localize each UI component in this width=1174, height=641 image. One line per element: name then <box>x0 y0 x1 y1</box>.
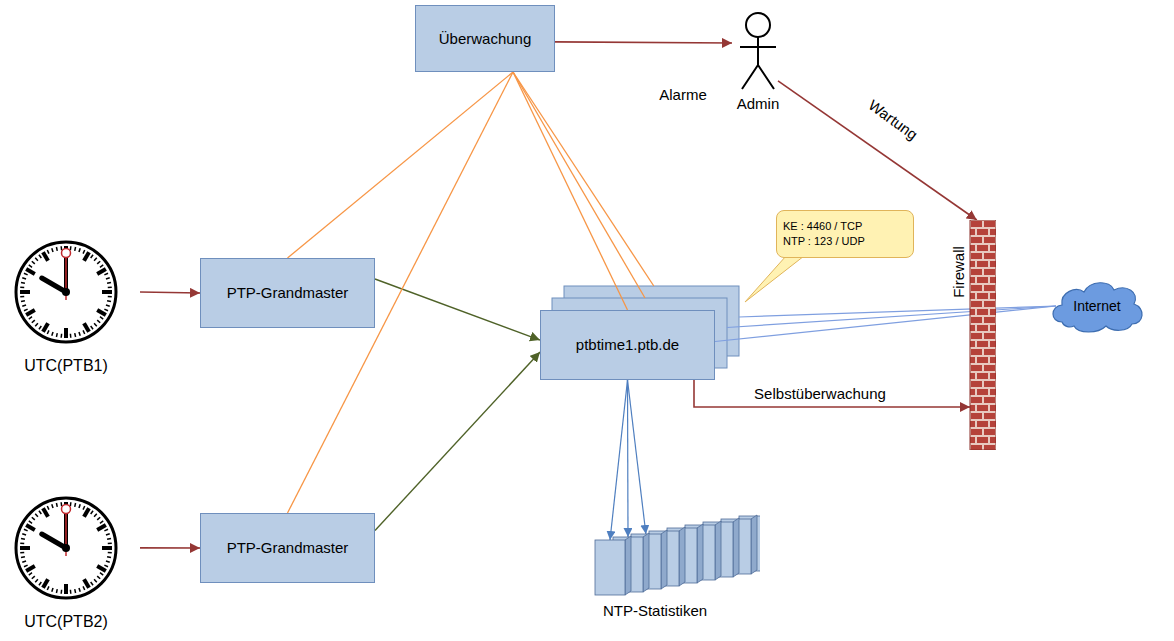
box-label: PTP-Grandmaster <box>227 284 349 302</box>
stack-label: NTP-Statistiken <box>603 602 707 620</box>
edge-label: Wartung <box>865 96 921 144</box>
connector <box>513 72 628 310</box>
connector <box>375 352 540 531</box>
connector <box>627 380 629 537</box>
server-box: ptbtime1.ptb.de <box>540 310 715 380</box>
firewall: Firewall <box>948 220 996 450</box>
grandmaster-box: PTP-Grandmaster <box>200 513 375 583</box>
connector <box>555 42 732 43</box>
statistics-stack: NTP-Statistiken <box>590 512 760 622</box>
connector <box>513 72 654 286</box>
clock-label: UTC(PTB2) <box>24 612 108 631</box>
connector <box>140 292 200 293</box>
cloud-label: Internet <box>1073 298 1120 315</box>
clock-node: UTC(PTB2) <box>10 494 122 641</box>
callout-text: NTP : 123 / UDP <box>783 234 865 249</box>
page-stack <box>590 512 760 602</box>
admin-figure: Admin <box>732 5 784 120</box>
grandmaster-box: PTP-Grandmaster <box>200 258 375 328</box>
edge-label: Alarme <box>659 86 707 104</box>
clock-icon <box>10 494 122 604</box>
port-callout: KE : 4460 / TCPNTP : 123 / UDP <box>776 210 914 258</box>
connector <box>739 306 1056 317</box>
connector <box>694 380 970 407</box>
person-label: Admin <box>737 95 780 113</box>
connector <box>727 306 1056 328</box>
clock-node: UTC(PTB1) <box>10 238 122 388</box>
connector <box>375 279 540 340</box>
connector <box>288 72 514 258</box>
connector <box>140 547 200 549</box>
callout-tail <box>745 256 804 302</box>
connector <box>513 72 645 298</box>
box-label: PTP-Grandmaster <box>227 539 349 557</box>
box-label: ptbtime1.ptb.de <box>576 336 679 354</box>
monitor-box: Überwachung <box>415 5 555 72</box>
clock-label: UTC(PTB1) <box>24 356 108 375</box>
connector <box>610 380 628 540</box>
connector <box>628 380 646 534</box>
box-label: Überwachung <box>439 30 532 48</box>
connector <box>715 306 1056 342</box>
firewall-label: Firewall <box>950 246 968 298</box>
connector <box>778 81 977 220</box>
callout-text: KE : 4460 / TCP <box>783 219 862 234</box>
internet-cloud: Internet <box>1048 278 1146 334</box>
clock-icon <box>10 238 122 348</box>
edge-label: Selbstüberwachung <box>754 385 886 403</box>
